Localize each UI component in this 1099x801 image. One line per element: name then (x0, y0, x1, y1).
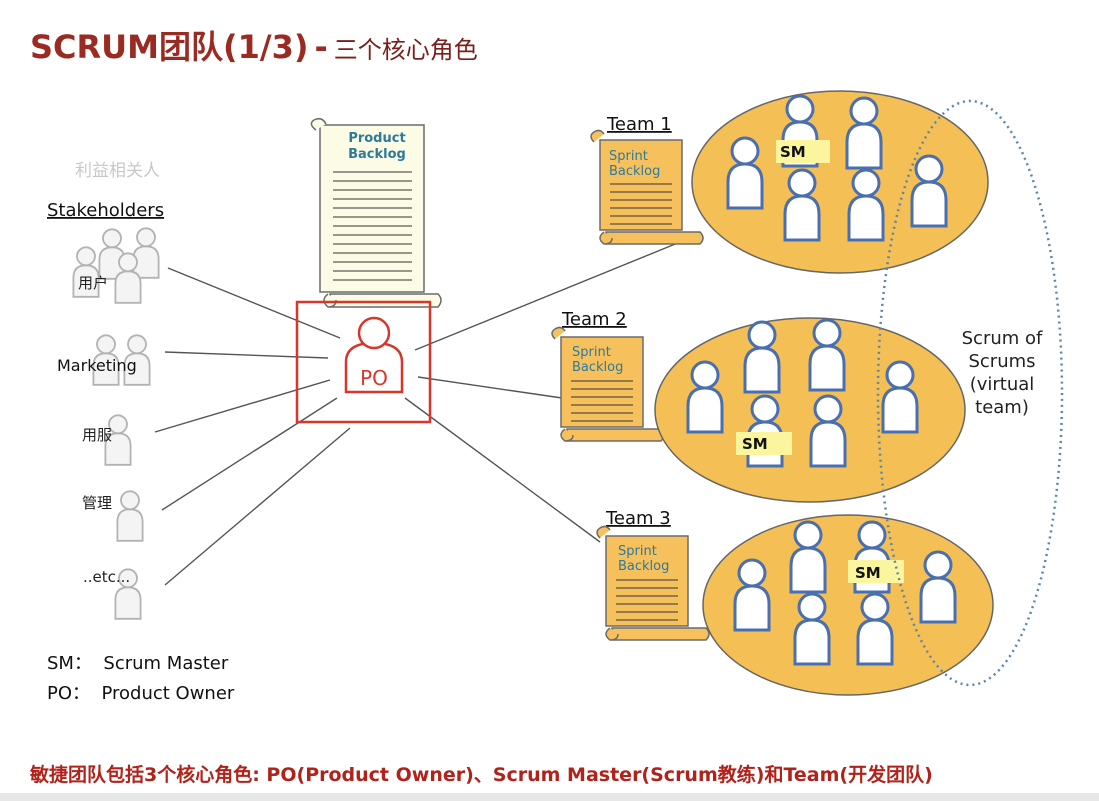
team-2-sm-badge (736, 432, 792, 455)
stakeholder-users-label: 用户 (78, 274, 108, 292)
team-2-sm-label: SM (742, 435, 768, 453)
title-main: SCRUM团队(1/3) (30, 28, 309, 66)
team-1-name: Team 1 (606, 114, 672, 135)
footer-bar (0, 793, 1099, 801)
title-dash: - (314, 28, 328, 66)
stakeholder-marketing: Marketing (57, 334, 151, 386)
scrum-of-scrums: Scrum of Scrums (virtual team) (876, 99, 1064, 687)
sos-line4: team) (975, 397, 1029, 418)
team-3-name: Team 3 (605, 508, 671, 529)
team-3-ellipse (702, 514, 994, 696)
scrum-of-scrums-ellipse (876, 99, 1064, 687)
stakeholders-cn-label: 利益相关人 (75, 161, 160, 181)
stakeholder-users: 用户 (72, 227, 160, 304)
team-2: Team 2 Sprint Backlog SM (551, 309, 966, 503)
team-1: Team 1 Sprint Backlog SM (590, 90, 989, 274)
stakeholder-etc: ..etc... (83, 568, 142, 620)
line-etc-po (164, 427, 351, 586)
stakeholder-management-label: 管理 (82, 494, 112, 512)
stakeholder-marketing-label: Marketing (57, 356, 137, 375)
sos-line2: Scrums (968, 351, 1035, 372)
legend-sm: SM： Scrum Master (47, 653, 229, 674)
team-1-sm-badge (776, 140, 830, 163)
stakeholders-group: 利益相关人 Stakeholders 用户 Marketing 用服 管理 ..… (47, 161, 164, 620)
product-backlog-line2: Backlog (348, 147, 406, 162)
team-1-sprint-backlog (590, 129, 704, 245)
team-3-sm-label: SM (855, 564, 881, 582)
product-owner: PO (295, 300, 432, 424)
product-backlog-scroll: Product Backlog (310, 117, 442, 308)
line-service-po (154, 379, 331, 433)
stakeholder-service-label: 用服 (82, 426, 112, 444)
team-3-backlog-line2: Backlog (618, 559, 669, 574)
stakeholder-service: 用服 (82, 414, 132, 466)
legend-po: PO： Product Owner (47, 683, 235, 704)
sos-line3: (virtual (970, 374, 1035, 395)
team-1-ellipse (691, 90, 989, 274)
team-2-backlog-line2: Backlog (572, 360, 623, 375)
team-3: Team 3 Sprint Backlog SM (596, 508, 994, 696)
po-highlight-box (295, 300, 432, 424)
stakeholder-etc-label: ..etc... (83, 568, 130, 586)
team-1-backlog-line2: Backlog (609, 164, 660, 179)
legend: SM： Scrum Master PO： Product Owner (47, 653, 235, 704)
po-label: PO (360, 366, 388, 390)
stakeholders-en-label: Stakeholders (47, 200, 164, 221)
connection-lines (154, 237, 691, 586)
team-1-sm-label: SM (780, 143, 806, 161)
page-title: SCRUM团队(1/3)-三个核心角色 (30, 22, 478, 68)
line-po-team3 (404, 397, 601, 543)
title-subtitle: 三个核心角色 (333, 36, 478, 64)
product-backlog-line1: Product (348, 131, 405, 146)
footer-summary: 敏捷团队包括3个核心角色: PO(Product Owner)、Scrum Ma… (30, 764, 933, 786)
team-2-ellipse (654, 317, 966, 503)
stakeholder-management: 管理 (82, 490, 144, 542)
line-marketing-po (164, 351, 329, 359)
line-management-po (161, 397, 338, 511)
team-3-backlog-line1: Sprint (618, 544, 657, 559)
line-users-po (167, 267, 341, 339)
team-2-name: Team 2 (561, 309, 627, 330)
team-3-sm-badge (848, 560, 904, 583)
sos-line1: Scrum of (962, 328, 1043, 349)
team-1-backlog-line1: Sprint (609, 149, 648, 164)
team-2-backlog-line1: Sprint (572, 345, 611, 360)
line-po-team2 (417, 376, 563, 399)
line-po-team1 (414, 237, 691, 351)
